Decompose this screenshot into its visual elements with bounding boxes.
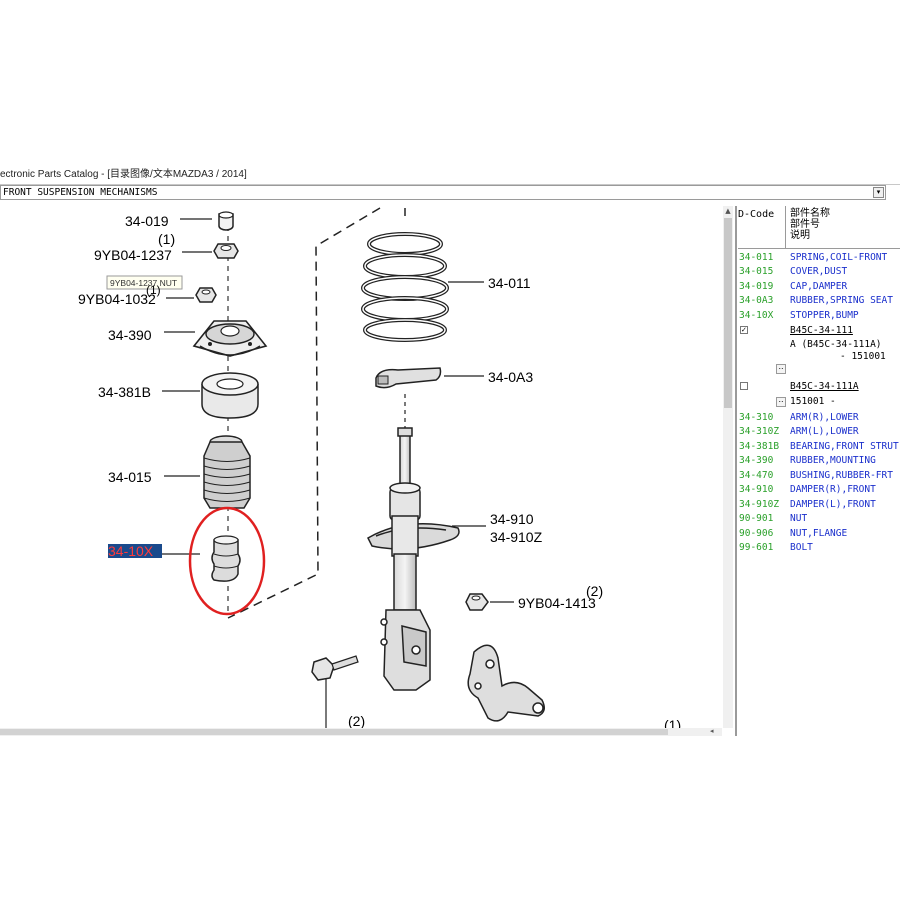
pane-splitter[interactable] <box>735 206 737 736</box>
highlight-circle <box>188 506 266 616</box>
strut-bearing-part[interactable] <box>201 372 259 419</box>
sub-part-number-1[interactable]: B45C-34-111 <box>790 325 853 336</box>
bump-stopper-part[interactable] <box>211 535 241 582</box>
dropdown-arrow-icon[interactable]: ▾ <box>873 187 884 198</box>
label-34-0a3[interactable]: 34-0A3 <box>488 369 533 385</box>
nut-1032-part[interactable] <box>195 287 217 303</box>
sub-part-date-1: - 151001 <box>840 351 886 362</box>
tooltip-text: 9YB04-1237 NUT <box>110 278 177 288</box>
label-34-910[interactable]: 34-910 <box>490 511 534 527</box>
sub-part-number-2[interactable]: B45C-34-111A <box>790 381 859 392</box>
scroll-right-icon[interactable]: ◂ <box>710 727 714 735</box>
tooltip-box <box>106 275 183 290</box>
section-dropdown[interactable]: FRONT SUSPENSION MECHANISMS <box>0 185 886 200</box>
diagram-horizontal-scrollbar[interactable]: ◂ <box>0 727 722 736</box>
bolt-part[interactable] <box>311 655 359 728</box>
label-34-10x[interactable]: 34-10X <box>108 543 154 559</box>
sub-part-alt-1: A (B45C-34-111A) <box>790 339 882 350</box>
label-9yb04-1032[interactable]: 9YB04-1032 <box>78 291 156 307</box>
label-q1: (1) <box>158 231 175 247</box>
window-title: ectronic Parts Catalog - [目录图像/文本MAZDA3 … <box>0 166 900 185</box>
label-9yb04-1237[interactable]: 9YB04-1237 <box>94 247 172 263</box>
header-name-line1: 部件名称 <box>790 208 830 219</box>
header-name-line2: 部件号 <box>790 219 820 230</box>
selected-label-bg <box>108 544 162 558</box>
diagram-vertical-scrollbar[interactable]: ▲ <box>723 206 733 728</box>
vertical-scroll-thumb[interactable] <box>724 218 732 408</box>
spring-seat-part[interactable] <box>375 367 442 389</box>
knuckle-part[interactable] <box>467 644 545 722</box>
part-checkbox-1[interactable]: ✓ <box>740 326 748 334</box>
more-button-2[interactable]: .. <box>776 396 786 407</box>
horizontal-scroll-thumb[interactable] <box>0 729 668 735</box>
label-34-015[interactable]: 34-015 <box>108 469 152 485</box>
label-q1c: (1) <box>664 717 681 728</box>
flange-nut-1413-part[interactable] <box>465 593 489 611</box>
label-9yb04-1413[interactable]: 9YB04-1413 <box>518 595 596 611</box>
part-checkbox-2[interactable] <box>740 382 748 390</box>
parts-catalog-window: ectronic Parts Catalog - [目录图像/文本MAZDA3 … <box>0 166 900 736</box>
dust-cover-part[interactable] <box>203 435 251 509</box>
label-34-910z[interactable]: 34-910Z <box>490 529 543 545</box>
header-part-name[interactable]: 部件名称 部件号 说明 <box>790 208 830 241</box>
label-34-390[interactable]: 34-390 <box>108 327 152 343</box>
label-q2: (2) <box>586 583 603 599</box>
assembly-boundary <box>227 207 406 619</box>
nut-1237-part[interactable] <box>213 243 239 259</box>
diagram-canvas: 34-019 (1) 9YB04-1237 9YB04-1237 NUT (1)… <box>78 207 681 728</box>
label-34-381b[interactable]: 34-381B <box>98 384 151 400</box>
label-34-011[interactable]: 34-011 <box>488 275 531 291</box>
header-dcode[interactable]: D-Code <box>738 209 775 220</box>
label-q2b: (2) <box>348 713 365 728</box>
header-separator <box>785 206 786 248</box>
parts-list-header: D-Code 部件名称 部件号 说明 <box>738 206 900 249</box>
scroll-up-icon[interactable]: ▲ <box>725 207 731 215</box>
label-q1b: (1) <box>146 283 161 297</box>
more-button-1[interactable]: .. <box>776 363 786 374</box>
sub-part-date-2: 151001 - <box>790 396 836 407</box>
damper-cap-part[interactable] <box>218 211 234 231</box>
damper-strut-part[interactable] <box>367 394 460 691</box>
header-name-line3: 说明 <box>790 230 810 241</box>
coil-spring-part[interactable] <box>361 232 449 342</box>
parts-diagram: 34-019 (1) 9YB04-1237 9YB04-1237 NUT (1)… <box>0 206 722 728</box>
label-34-019[interactable]: 34-019 <box>125 213 169 229</box>
mounting-rubber-part[interactable] <box>192 320 268 357</box>
